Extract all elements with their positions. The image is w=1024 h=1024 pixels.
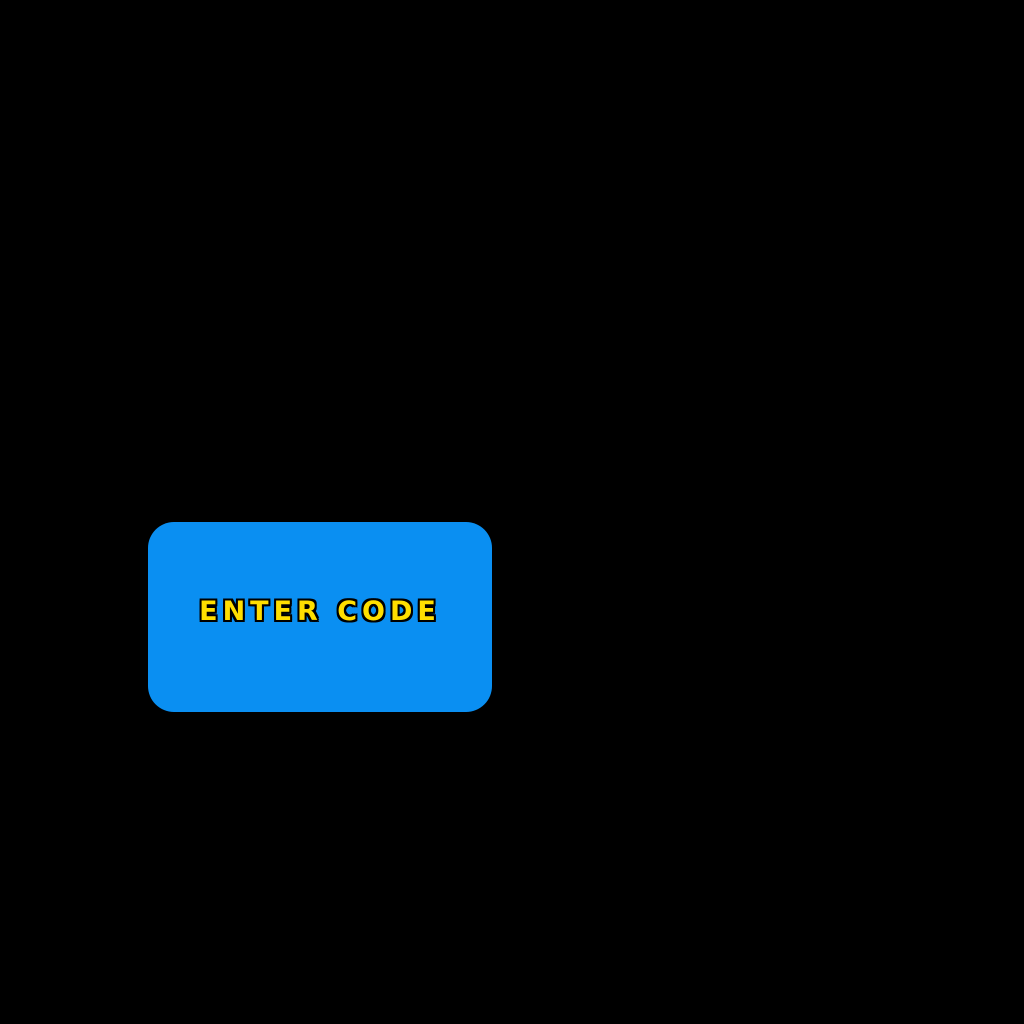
enter-code-button[interactable]: ENTER CODE: [148, 522, 492, 712]
enter-code-label: ENTER CODE: [199, 595, 441, 627]
